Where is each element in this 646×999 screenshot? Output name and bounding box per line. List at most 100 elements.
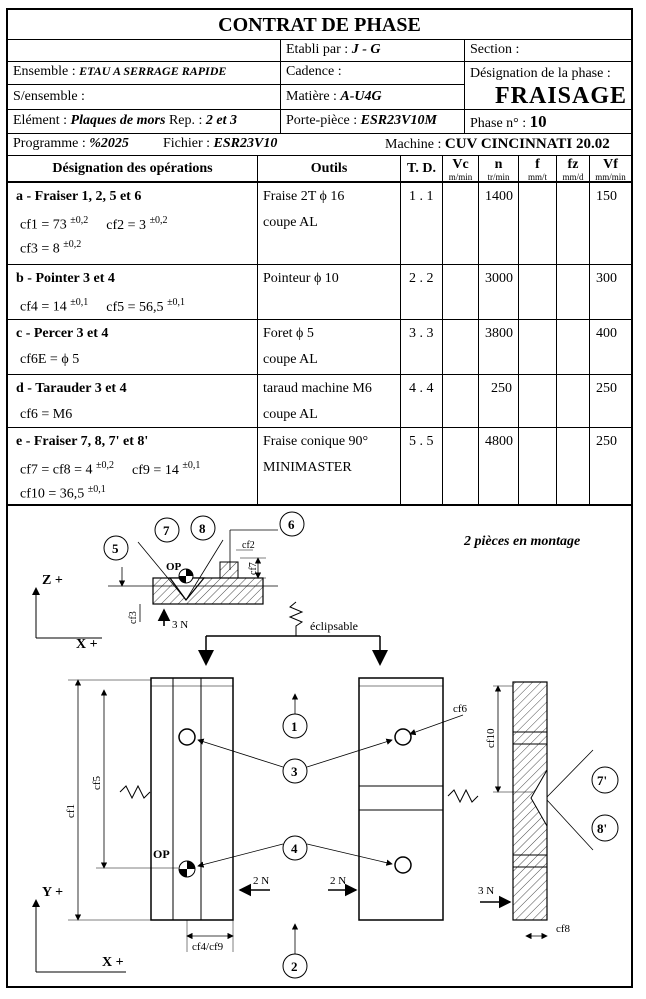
callout-6-text: 6 <box>288 517 295 532</box>
cf6-label: cf6 <box>453 703 468 715</box>
operation-n-value: 250 <box>491 381 512 396</box>
matiere-cell: Matière : A-U4G <box>280 85 464 109</box>
callout-7prime-text: 7' <box>597 773 607 788</box>
tool-line: taraud machine M6 <box>263 381 372 396</box>
operation-spec: cf6E = ϕ 5 <box>20 352 79 368</box>
machine-cell: Machine : CUV CINCINNATI 20.02 <box>385 136 610 152</box>
operation-vc <box>442 320 478 374</box>
operation-vf-value: 250 <box>596 381 617 396</box>
operation-title: a - Fraiser 1, 2, 5 et 6 <box>16 189 142 204</box>
axis-x-label-bottom: X + <box>102 955 124 970</box>
operation-designation: e - Fraiser 7, 8, 7' et 8'cf7 = cf8 = 4 … <box>8 428 257 504</box>
spec-value: cf5 = 56,5 <box>106 299 168 315</box>
header-row-etabli: Etabli par : J - G Section : <box>8 40 631 62</box>
phase-cell: Phase n° : 10 <box>464 110 631 133</box>
callout-7-text: 7 <box>163 523 170 538</box>
callout-8: 8 <box>190 515 216 541</box>
operation-tool: Fraise conique 90°MINIMASTER <box>257 428 400 504</box>
spec-value: cf6 = M6 <box>20 407 73 422</box>
spec-tolerance: ±0,1 <box>167 297 186 308</box>
callout-8prime: 8' <box>591 814 619 842</box>
fichier-cell: Fichier : ESR23V10 <box>163 136 278 151</box>
header-row-ensemble: Ensemble : ETAU A SERRAGE RAPIDE Cadence… <box>8 62 631 85</box>
designation-value: FRAISAGE <box>464 85 631 109</box>
spec-value: cf6E = ϕ 5 <box>20 352 80 367</box>
operation-vf-value: 400 <box>596 326 617 341</box>
operation-n: 4800 <box>478 428 518 504</box>
operation-vf: 400 <box>589 320 631 374</box>
cf1-label: cf1 <box>65 804 77 818</box>
cf8-label: cf8 <box>556 923 571 935</box>
operation-td: 1 . 1 <box>400 183 442 264</box>
spec-value: cf4 = 14 <box>20 299 71 315</box>
tool-line: Pointeur ϕ 10 <box>263 271 339 286</box>
operation-td: 5 . 5 <box>400 428 442 504</box>
top-section-view <box>108 529 278 626</box>
callout-5-text: 5 <box>112 541 119 556</box>
section-cell: Section : <box>464 40 631 61</box>
callout-7prime: 7' <box>591 766 619 794</box>
tool-line: coupe AL <box>263 215 318 230</box>
operation-title: e - Fraiser 7, 8, 7' et 8' <box>16 434 149 449</box>
axis-x-label-top: X + <box>76 637 98 652</box>
force-3n-top: 3 N <box>172 619 188 631</box>
operation-n: 250 <box>478 375 518 427</box>
operation-td-value: 4 . 4 <box>409 381 434 396</box>
operation-f <box>518 265 556 319</box>
operation-spec: cf3 = 8 ±0,2 <box>20 239 81 258</box>
callout-8prime-text: 8' <box>597 821 607 836</box>
operation-vf: 250 <box>589 375 631 427</box>
spec-tolerance: ±0,2 <box>70 215 89 226</box>
callout-3-text: 3 <box>291 764 298 779</box>
axis-y-label: Y + <box>42 885 63 900</box>
tool-line: coupe AL <box>263 352 318 367</box>
operation-td-value: 1 . 1 <box>409 189 434 204</box>
force-2n-left: 2 N <box>253 875 269 887</box>
operation-n: 3800 <box>478 320 518 374</box>
operation-vf: 300 <box>589 265 631 319</box>
callout-7: 7 <box>154 517 180 543</box>
operation-td: 3 . 3 <box>400 320 442 374</box>
spec-value: cf7 = cf8 = 4 <box>20 462 97 478</box>
operation-tool: Foret ϕ 5 coupe AL <box>257 320 400 374</box>
tool-line: Fraise 2T ϕ 16 <box>263 189 345 204</box>
cf10-label: cf10 <box>485 728 497 748</box>
cf4cf9-label: cf4/cf9 <box>192 941 224 953</box>
spec-value: cf9 = 14 <box>132 462 183 478</box>
operation-td-value: 3 . 3 <box>409 326 434 341</box>
tool-line: Foret ϕ 5 <box>263 326 314 341</box>
spec-tolerance: ±0,1 <box>87 484 106 495</box>
operation-tool: Pointeur ϕ 10 <box>257 265 400 319</box>
spec-tolerance: ±0,1 <box>182 460 201 471</box>
col-outils: Outils <box>257 156 400 181</box>
tool-line: Fraise conique 90° <box>263 434 369 449</box>
spec-tolerance: ±0,2 <box>96 460 115 471</box>
operation-n: 1400 <box>478 183 518 264</box>
operation-vc <box>442 183 478 264</box>
phase-contract-sheet: CONTRAT DE PHASE Etabli par : J - G Sect… <box>6 8 633 988</box>
header-row-programme: Programme : %2025 Fichier : ESR23V10 Mac… <box>8 134 631 156</box>
operation-title: b - Pointer 3 et 4 <box>16 271 115 286</box>
eclipsable-label: éclipsable <box>310 619 358 633</box>
operation-designation: c - Percer 3 et 4 cf6E = ϕ 5 <box>8 320 257 374</box>
operation-vf-value: 150 <box>596 189 617 204</box>
callout-1: 1 <box>282 713 308 739</box>
plate-right <box>358 677 444 921</box>
force-3n-side: 3 N <box>478 885 494 897</box>
operation-vc <box>442 428 478 504</box>
col-td: T. D. <box>400 156 442 181</box>
operation-n-value: 3800 <box>485 326 513 341</box>
axis-z-label: Z + <box>42 573 63 588</box>
callout-5: 5 <box>103 535 129 561</box>
operation-f <box>518 375 556 427</box>
operation-title: c - Percer 3 et 4 <box>16 326 109 341</box>
force-2n-right: 2 N <box>330 875 346 887</box>
